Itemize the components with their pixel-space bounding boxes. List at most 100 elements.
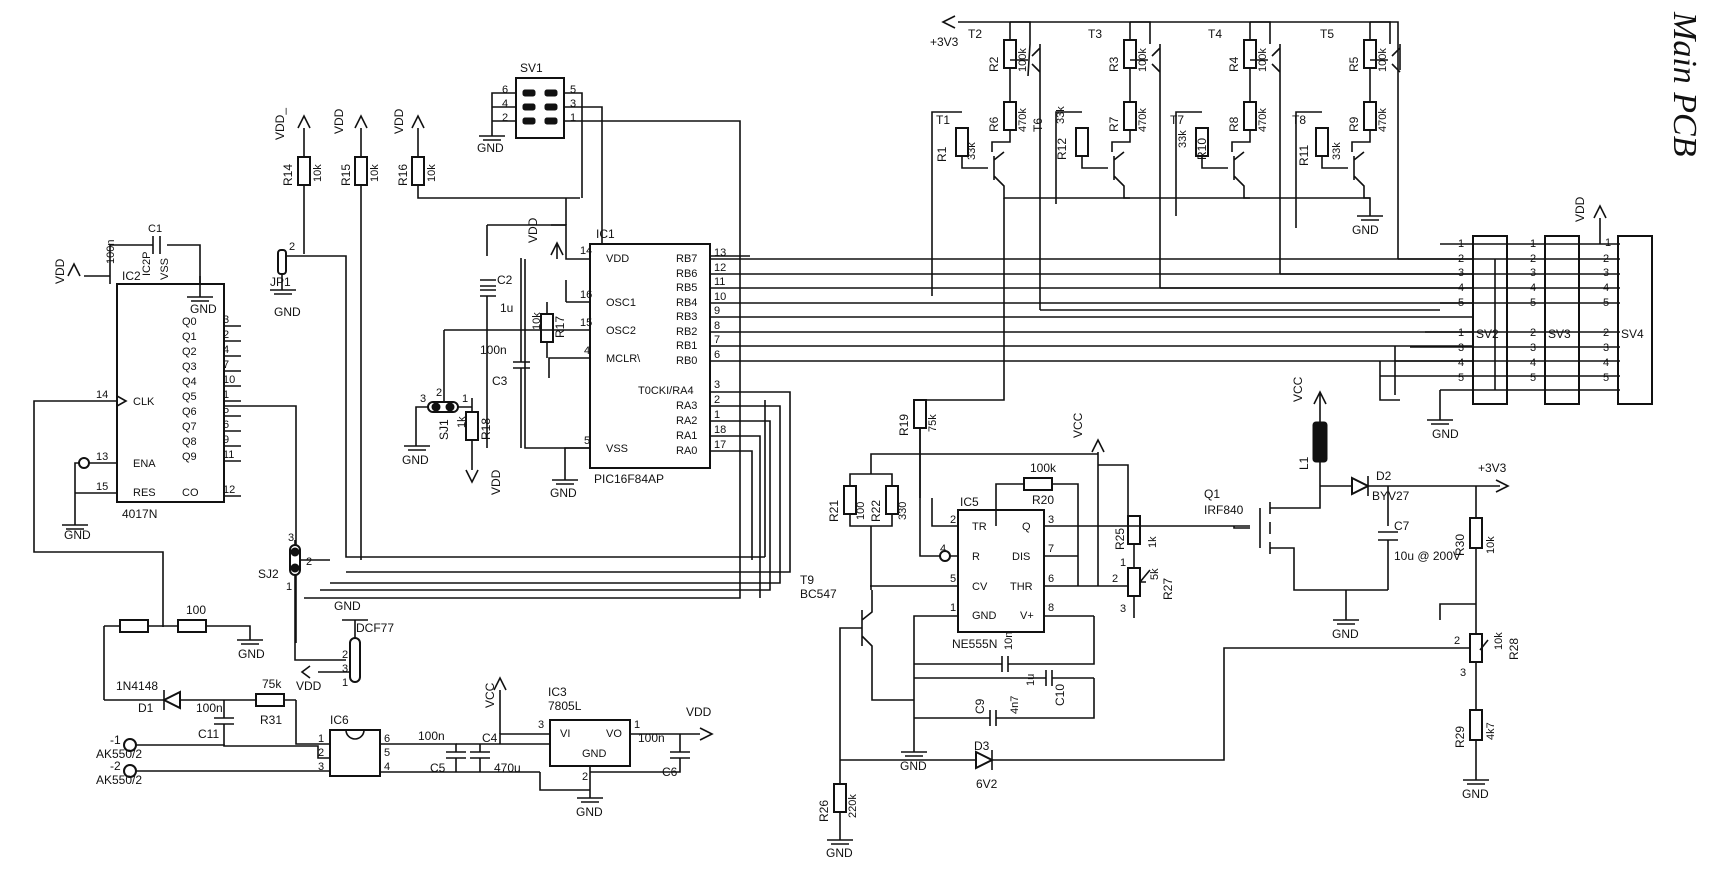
ic2-pin: 5 xyxy=(223,404,229,416)
ic1-ra3: RA3 xyxy=(676,400,697,412)
r25-value: 1k xyxy=(1147,536,1159,548)
r12-value: 33k xyxy=(1055,106,1067,124)
ic2-pin: 14 xyxy=(96,389,108,401)
ic2-q0: Q0 xyxy=(182,316,197,328)
r24-name: R22 xyxy=(869,500,883,522)
ic1-osc2: OSC2 xyxy=(606,325,636,337)
vcc-label: VCC xyxy=(1291,376,1305,402)
pin-num: 4 xyxy=(584,345,590,357)
r8-value: 470k xyxy=(1257,108,1269,132)
power-stage: VCC L1 Q1 IRF840 D2 BYV27 +3V3 C7 10u @ … xyxy=(1128,376,1521,801)
c1-name: C1 xyxy=(148,223,162,235)
pin-num: 3 xyxy=(538,719,544,731)
r11-value: 33k xyxy=(1331,142,1343,160)
ic5-name: IC5 xyxy=(960,495,979,509)
gnd-label: GND xyxy=(402,453,429,467)
ic2-pin: 13 xyxy=(96,451,108,463)
r22-name: R20 xyxy=(1032,493,1054,507)
r30-name: R26 xyxy=(817,800,831,822)
r11-name: R11 xyxy=(1297,145,1311,166)
ic6-name: IC6 xyxy=(330,713,349,727)
ic2-pin: 6 xyxy=(223,419,229,431)
r16-value: 10k xyxy=(426,164,438,182)
pin-num: 3 xyxy=(1603,342,1609,354)
c11-name: C11 xyxy=(198,727,219,741)
pin-num: 2 xyxy=(582,771,588,783)
pin-num: 2 xyxy=(502,112,508,124)
pin-num: 1 xyxy=(714,409,720,421)
ic5-ne555: IC5 NE555N TR R CV GND Q DIS THR V+ 2 4 … xyxy=(800,399,1440,860)
ic2-res: RES xyxy=(133,487,156,499)
r17-value: 10k xyxy=(531,312,543,330)
ic3-vo: VO xyxy=(606,728,622,740)
ic2-clk: CLK xyxy=(133,396,155,408)
c4-name: C4 xyxy=(482,731,498,745)
pin-num: 3 xyxy=(318,761,324,773)
r10-name: R10 xyxy=(1195,138,1209,160)
c8-value: 10n xyxy=(1003,632,1015,650)
ic1-rb1: RB1 xyxy=(676,340,697,352)
c3-name: C3 xyxy=(492,374,508,388)
ic1-pic16f84: IC1 PIC16F84AP VDD OSC1 OSC2 MCLR\ VSS 1… xyxy=(524,198,726,500)
ic2-pin: 2 xyxy=(223,329,229,341)
vdd-label: VDD xyxy=(296,679,322,693)
ic5-cv: CV xyxy=(972,581,988,593)
ic5-gnd: GND xyxy=(972,610,997,622)
t5-label: T5 xyxy=(1320,27,1334,41)
q1-name: Q1 xyxy=(1204,487,1220,501)
jp1-label: JP1 xyxy=(270,275,291,289)
sv4-label: SV4 xyxy=(1621,327,1644,341)
pin-num: 16 xyxy=(580,289,592,301)
t4-label: T4 xyxy=(1208,27,1222,41)
pin-num: 2 xyxy=(1112,573,1118,585)
ic2-pin: 9 xyxy=(223,434,229,446)
pin-num: 8 xyxy=(1048,602,1054,614)
c4-value: 470u xyxy=(494,761,521,775)
r28-name: R28 xyxy=(1507,638,1521,660)
r9-value: 470k xyxy=(1377,108,1389,132)
c5-name: C5 xyxy=(430,761,446,775)
pin-num: 18 xyxy=(714,424,726,436)
conn1-part: AK550/2 xyxy=(96,747,142,761)
transistor-array: +3V3 T2 R2 100k R6 470k R1 33k T1 T3 R3 … xyxy=(920,15,1440,401)
pin-num: 1 xyxy=(950,602,956,614)
pin-num: 3 xyxy=(570,98,576,110)
c9-value: 1u xyxy=(1025,674,1037,686)
t1-label: T1 xyxy=(936,113,950,127)
ic1-rb3: RB3 xyxy=(676,311,697,323)
ic5-thr: THR xyxy=(1010,581,1033,593)
conn1-num: -1 xyxy=(110,733,121,747)
pin-num: 1 xyxy=(1605,237,1611,249)
v33-label: +3V3 xyxy=(1478,461,1507,475)
r18-name: R18 xyxy=(479,418,493,440)
pin-num: 7 xyxy=(714,334,720,346)
r24-value: 330 xyxy=(897,502,909,520)
ic1-rb0: RB0 xyxy=(676,355,697,367)
pin-num: 2 xyxy=(950,514,956,526)
bottom-bus xyxy=(360,225,766,560)
ic3-name: IC3 xyxy=(548,685,567,699)
conn2-num: -2 xyxy=(110,759,121,773)
c9-name: C10 xyxy=(1053,684,1067,706)
ic3-part: 7805L xyxy=(548,699,582,713)
c10-value: 4n7 xyxy=(1009,696,1021,714)
pin-num: 4 xyxy=(1603,357,1609,369)
conn2-part: AK550/2 xyxy=(96,773,142,787)
ic2-q3: Q3 xyxy=(182,361,197,373)
ic3-vi: VI xyxy=(560,728,570,740)
c6-value: 100n xyxy=(638,731,665,745)
vss-label: VSS xyxy=(159,258,171,280)
pin-num: 4 xyxy=(940,543,946,555)
ic2-q6: Q6 xyxy=(182,406,197,418)
pin-num: 6 xyxy=(1048,573,1054,585)
r21-value: 75k xyxy=(927,414,939,432)
r21-name: R19 xyxy=(897,414,911,436)
ic1-vss: VSS xyxy=(606,443,628,455)
pin-num: 4 xyxy=(384,761,390,773)
gnd-label: GND xyxy=(190,302,217,316)
pin-num: 3 xyxy=(420,393,426,405)
d3-part: 6V2 xyxy=(976,777,998,791)
pin-num: 2 xyxy=(714,394,720,406)
vdd-label: VDD xyxy=(526,217,540,243)
pin-num: 3 xyxy=(1458,267,1464,279)
